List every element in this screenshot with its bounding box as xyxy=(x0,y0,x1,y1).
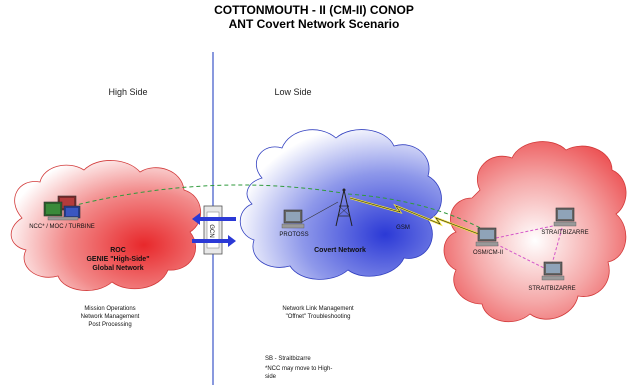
green-dashed-link xyxy=(71,184,343,207)
straitbizarre-top-label: STRAITBIZARRE xyxy=(541,230,588,236)
gsm-lightning-outline xyxy=(349,197,485,237)
gcn-label: GCN xyxy=(208,224,214,237)
left-note-1: Mission Operations xyxy=(84,306,135,312)
straitbizarre-bottom-label: STRAITBIZARRE xyxy=(528,286,575,292)
pink-link-vertical xyxy=(551,227,563,265)
roc-label: ROC xyxy=(110,247,126,254)
protoss-label: PROTOSS xyxy=(279,232,308,238)
footnote-line-1: SB - Straitbizarre xyxy=(265,356,311,362)
straitbizarre-bottom-computer-icon xyxy=(541,261,565,281)
protoss-computer-icon xyxy=(281,209,305,229)
ncc-node-label: NCC* / MOC / TURBINE xyxy=(29,224,95,230)
pink-link-top xyxy=(495,223,563,239)
protoss-tower-link xyxy=(301,201,339,223)
footnote-line-3: side xyxy=(265,374,277,380)
footnote-line-2: *NCC may move to High- xyxy=(265,366,332,372)
middle-note-2: "Offnet" Troubleshooting xyxy=(286,314,351,320)
middle-note-1: Network Link Management xyxy=(282,306,354,312)
global-network-label: Global Network xyxy=(92,265,143,272)
osm-cm-ii-computer-icon xyxy=(475,227,499,247)
cell-tower-icon xyxy=(335,188,353,227)
left-cloud xyxy=(10,160,202,291)
high-side-label: High Side xyxy=(108,87,147,97)
right-cloud xyxy=(443,141,627,323)
straitbizarre-top-computer-icon xyxy=(553,207,577,227)
osm-cm-ii-label: OSM/CM-II xyxy=(473,250,503,256)
left-note-2: Network Management xyxy=(81,314,140,320)
diagram-title-line1: COTTONMOUTH - II (CM-II) CONOP xyxy=(214,3,414,17)
diagram-title-line2: ANT Covert Network Scenario xyxy=(229,17,400,31)
ncc-computer-cluster-icon xyxy=(43,195,81,221)
low-side-label: Low Side xyxy=(274,87,311,97)
green-dashed-link-right xyxy=(347,193,489,233)
left-note-3: Post Processing xyxy=(88,322,131,328)
gsm-label: GSM xyxy=(396,225,410,231)
genie-label: GENIE "High-Side" xyxy=(86,256,149,263)
gcn-gateway-icon xyxy=(192,205,236,255)
covert-network-label: Covert Network xyxy=(314,247,366,254)
